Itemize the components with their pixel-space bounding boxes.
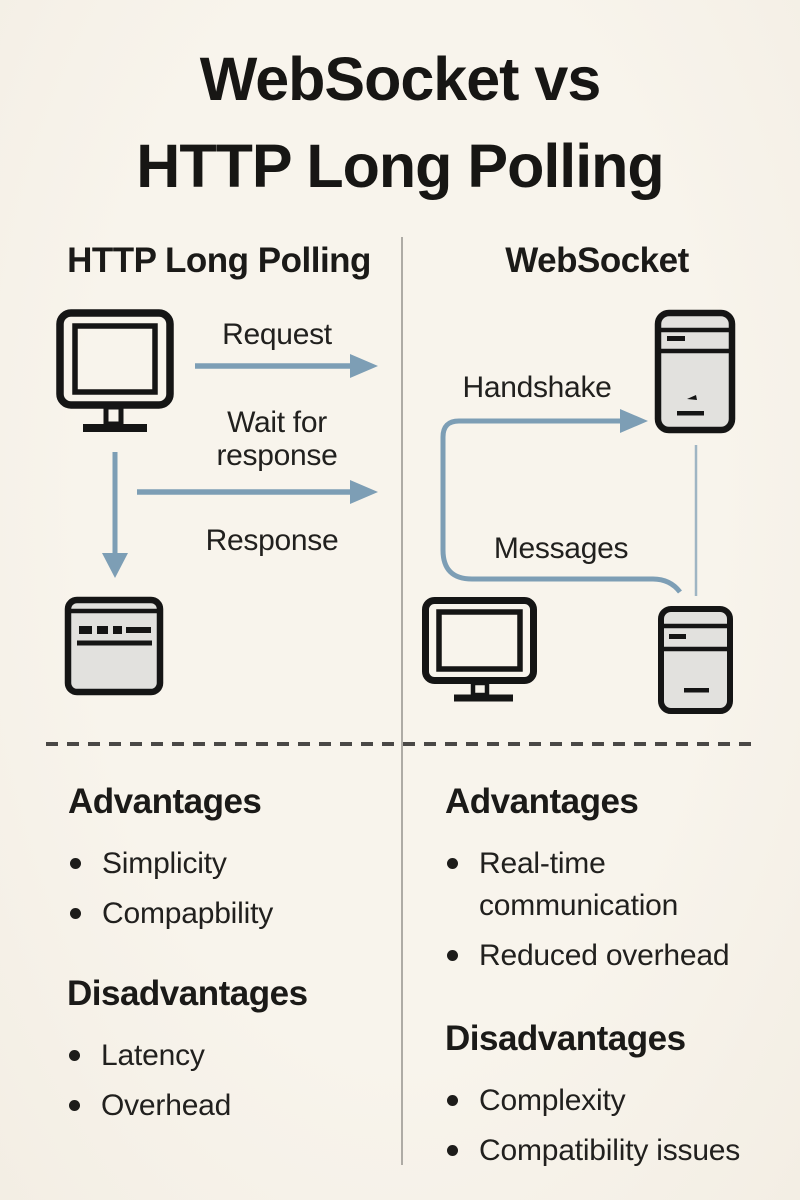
response-label: Response <box>205 524 339 557</box>
page-title-line2: HTTP Long Polling <box>136 132 664 200</box>
server-tower-icon <box>654 309 736 434</box>
list-item: Latency <box>67 1035 407 1077</box>
bullet-icon <box>447 858 458 869</box>
connector-overlay <box>102 354 698 596</box>
list-item: Complexity <box>445 1080 785 1122</box>
handshake-messages-arrow <box>440 409 682 594</box>
wait-arrow <box>137 480 378 504</box>
messages-label: Messages <box>493 532 629 565</box>
server-icon <box>64 596 164 696</box>
page-title: WebSocket vs HTTP Long Polling <box>0 36 800 210</box>
left-advantages-section: Advantages Simplicity Compapbility <box>68 781 408 943</box>
list-item: Compapbility <box>68 893 408 935</box>
right-disadvantages-heading: Disadvantages <box>445 1019 686 1058</box>
page-title-line1: WebSocket vs <box>199 45 602 113</box>
handshake-label: Handshake <box>462 371 612 404</box>
left-disadvantages-heading: Disadvantages <box>67 974 308 1013</box>
wait-for-response-label: Wait for response <box>177 406 377 472</box>
bullet-icon <box>447 1095 458 1106</box>
right-column-header: WebSocket <box>505 241 689 280</box>
request-arrow <box>195 354 378 378</box>
right-advantages-section: Advantages Real-time communication Reduc… <box>445 781 785 985</box>
list-item: Compatibility issues <box>445 1130 785 1172</box>
request-label: Request <box>222 318 332 351</box>
list-item: Simplicity <box>68 843 408 885</box>
wait-label-line1: Wait for <box>227 406 327 439</box>
bullet-icon <box>69 1050 80 1061</box>
desktop-monitor-icon <box>422 597 537 702</box>
bullet-icon <box>447 950 458 961</box>
left-disadvantages-section: Disadvantages Latency Overhead <box>67 973 407 1135</box>
down-arrow <box>102 452 128 578</box>
desktop-monitor-icon <box>56 309 174 432</box>
wait-label-line2: response <box>216 439 338 472</box>
list-item: Reduced overhead <box>445 935 785 977</box>
column-divider-line <box>401 237 403 1165</box>
bullet-icon <box>69 1100 80 1111</box>
right-advantages-heading: Advantages <box>445 782 639 821</box>
dashed-section-divider <box>46 742 754 746</box>
bullet-icon <box>447 1145 458 1156</box>
right-disadvantages-section: Disadvantages Complexity Compatibility i… <box>445 1018 785 1180</box>
server-tower-icon <box>658 606 733 714</box>
bullet-icon <box>70 908 81 919</box>
left-column-header: HTTP Long Polling <box>67 241 371 280</box>
left-advantages-heading: Advantages <box>68 782 262 821</box>
list-item: Overhead <box>67 1085 407 1127</box>
list-item: Real-time communication <box>445 843 785 927</box>
bullet-icon <box>70 858 81 869</box>
